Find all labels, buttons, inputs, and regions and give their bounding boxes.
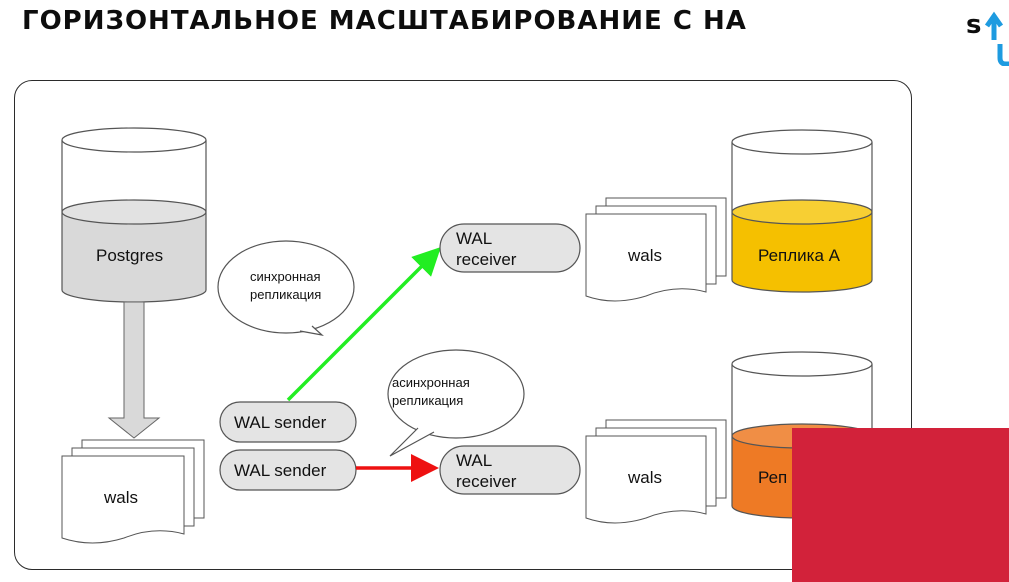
wal-sender-top-pill	[219, 401, 357, 443]
sync-bubble	[217, 240, 355, 336]
wal-receiver-bottom-label: WAL receiver	[456, 451, 517, 491]
wal-sender-bottom-label: WAL sender	[234, 461, 327, 480]
wal-sender-top-label: WAL sender	[234, 413, 327, 432]
primary-db-cylinder	[61, 127, 207, 303]
sync-replication-arrow	[286, 247, 441, 402]
replica-wals-stack-top	[585, 197, 727, 302]
replica-a-cylinder	[731, 129, 873, 293]
wal-receiver-bottom-pill	[439, 445, 581, 495]
wal-sender-bottom-pill	[219, 449, 357, 491]
replica-b-label: Реп	[758, 468, 788, 487]
sync-bubble-text: синхронная репликация	[250, 269, 322, 302]
wal-receiver-top-label: WAL receiver	[456, 229, 517, 269]
primary-db-label: Postgres	[96, 246, 164, 265]
page-title: ГОРИЗОНТАЛЬНОЕ МАСШТАБИРОВАНИЕ С НА	[22, 6, 747, 36]
logo-letter: s	[966, 10, 982, 40]
logo-arrow-icon	[984, 11, 1009, 66]
primary-wals-stack	[61, 439, 205, 544]
replica-wals-stack-bottom	[585, 419, 727, 524]
async-bubble-text: асинхронная репликация	[392, 375, 470, 408]
logo: s	[966, 4, 1009, 66]
replica-a-label: Реплика А	[758, 246, 840, 265]
async-bubble	[387, 349, 525, 457]
replica-wals-bottom-label: wals	[628, 468, 663, 487]
overlay-block	[792, 428, 1009, 582]
primary-to-wals-arrow	[107, 301, 161, 439]
replica-wals-top-label: wals	[628, 246, 663, 265]
primary-wals-label: wals	[104, 488, 139, 507]
wal-receiver-top-pill	[439, 223, 581, 273]
